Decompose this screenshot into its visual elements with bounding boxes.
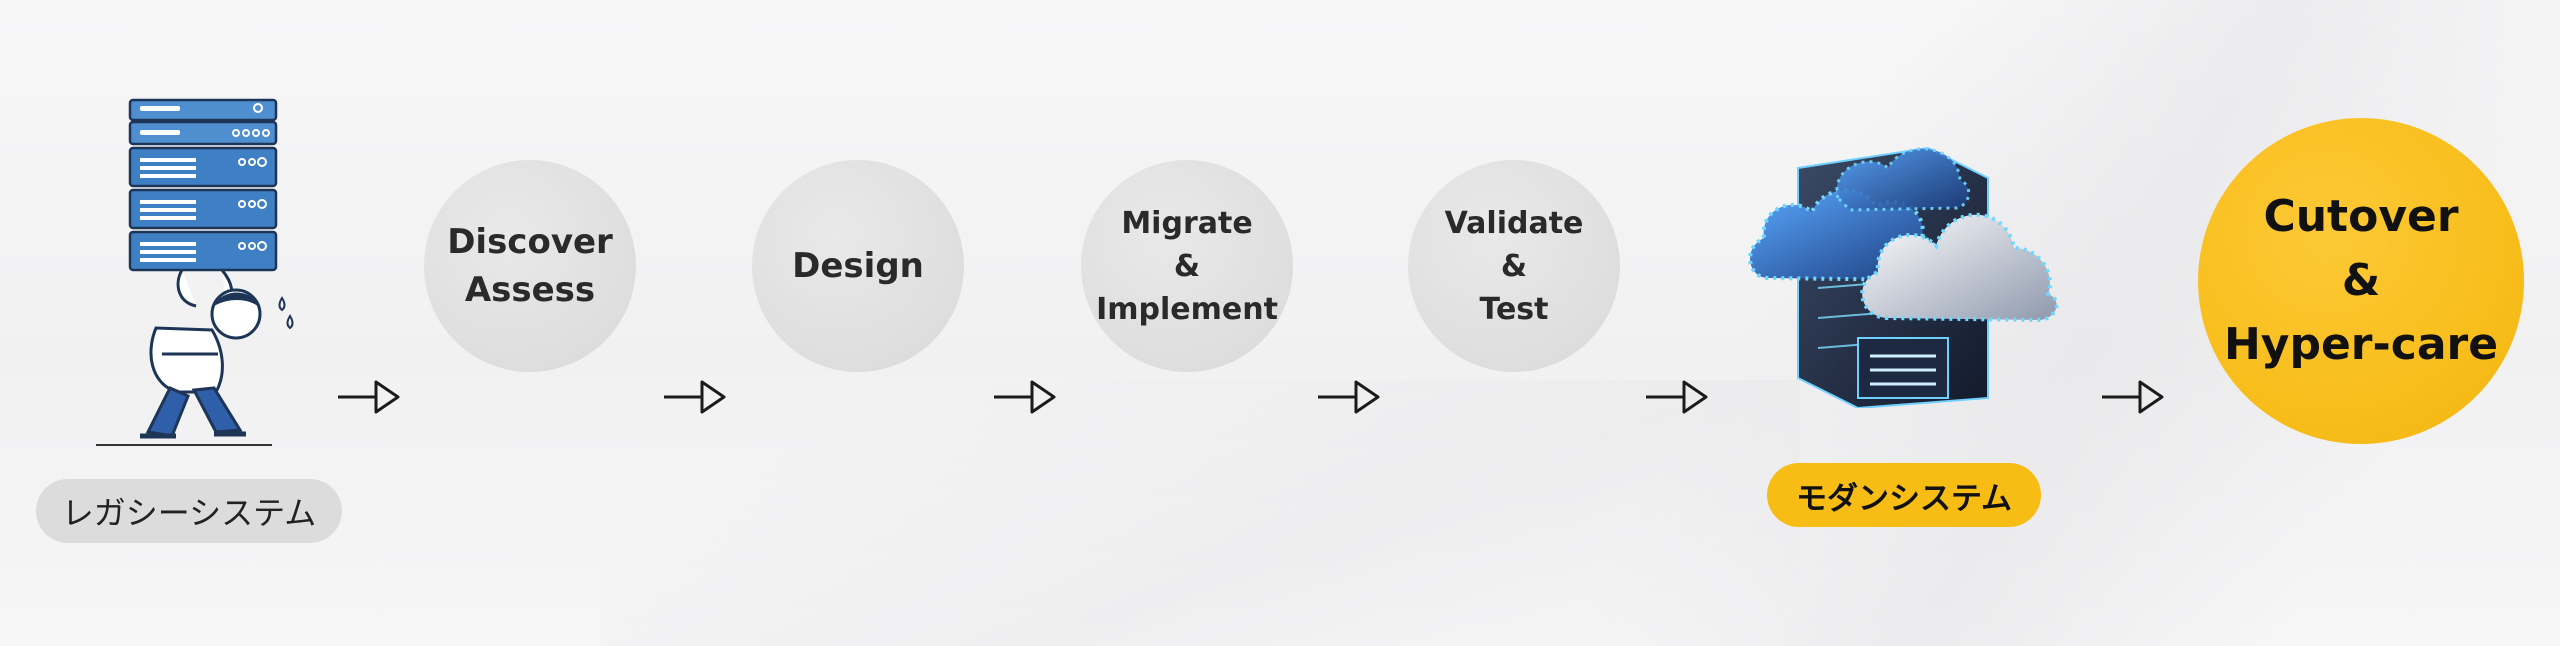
step-label-line: & <box>1500 248 1528 284</box>
step-label-line: Implement <box>1096 291 1278 327</box>
background-streak <box>600 380 1800 646</box>
step-discover-assess: Discover Assess <box>424 160 636 372</box>
arrow-right-icon <box>1318 380 1380 414</box>
step-label-line: & <box>1173 248 1201 284</box>
step-validate-test: Validate & Test <box>1408 160 1620 372</box>
arrow-right-icon <box>2102 380 2164 414</box>
step-cutover-hypercare: Cutover & Hyper-care <box>2198 118 2524 444</box>
arrow-right-icon <box>338 380 400 414</box>
step-label-line: Migrate <box>1121 205 1253 241</box>
step-label-line: Validate <box>1444 205 1584 241</box>
step-label-line: Cutover <box>2263 191 2459 242</box>
arrow-right-icon <box>664 380 726 414</box>
step-label-line: Hyper-care <box>2223 319 2499 370</box>
arrow-right-icon <box>994 380 1056 414</box>
step-label-line: & <box>2341 255 2381 306</box>
arrow-right-icon <box>1646 380 1708 414</box>
step-design: Design <box>752 160 964 372</box>
legacy-system-label: レガシーシステム <box>36 479 342 543</box>
modern-system-label: モダンシステム <box>1767 463 2041 527</box>
step-migrate-implement: Migrate & Implement <box>1081 160 1293 372</box>
step-label-line: Discover <box>447 222 613 262</box>
legacy-server-person-icon <box>86 92 316 452</box>
step-label-line: Test <box>1479 291 1549 327</box>
step-label-line: Design <box>792 246 924 286</box>
step-label-line: Assess <box>464 270 596 310</box>
cloud-server-icon <box>1738 108 2068 410</box>
